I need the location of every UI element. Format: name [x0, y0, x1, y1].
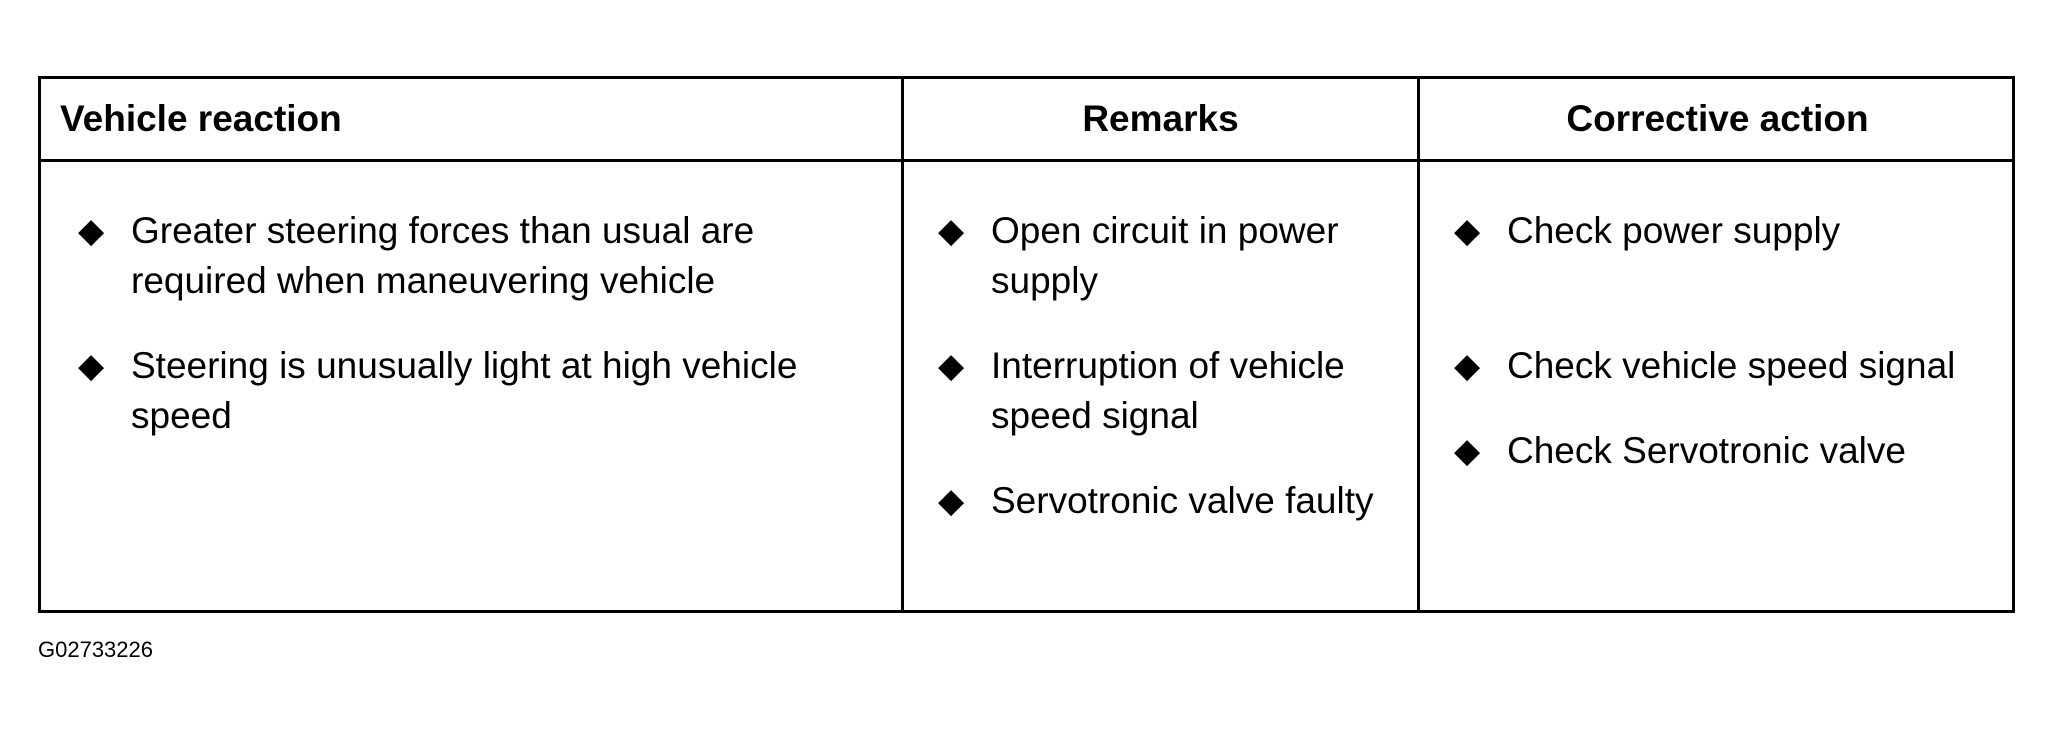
list-item-text: Interruption of vehicle speed signal [991, 345, 1345, 436]
figure-code: G02733226 [38, 637, 153, 662]
diamond-bullet-icon: ◆ [1454, 432, 1481, 470]
remarks-cell: ◆ Open circuit in power supply ◆ Interru… [938, 206, 1408, 561]
list-item: ◆ Greater steering forces than usual are… [78, 206, 898, 306]
vehicle-reaction-cell: ◆ Greater steering forces than usual are… [78, 206, 898, 476]
list-item-text: Steering is unusually light at high vehi… [131, 345, 798, 436]
list-item: ◆ Open circuit in power supply [938, 206, 1408, 306]
list-item-text: Open circuit in power supply [991, 210, 1339, 301]
diamond-bullet-icon: ◆ [78, 212, 105, 250]
diamond-bullet-icon: ◆ [1454, 347, 1481, 385]
corrective-action-cell: ◆ Check power supply ◆ Check vehicle spe… [1454, 206, 2014, 511]
list-item-text: Check vehicle speed signal [1507, 345, 1956, 386]
diamond-bullet-icon: ◆ [938, 347, 965, 385]
list-item-text: Greater steering forces than usual are r… [131, 210, 755, 301]
header-vehicle-reaction: Vehicle reaction [60, 98, 342, 139]
list-item-text: Servotronic valve faulty [991, 480, 1374, 521]
diamond-bullet-icon: ◆ [1454, 212, 1481, 250]
list-item-text: Check power supply [1507, 210, 1841, 251]
list-item: ◆ Check power supply [1454, 206, 2014, 256]
list-item: ◆ Check Servotronic valve [1454, 426, 2014, 476]
header-remarks: Remarks [1082, 98, 1239, 139]
list-item: ◆ Interruption of vehicle speed signal [938, 341, 1408, 441]
column-divider [901, 79, 904, 610]
header-corrective-action: Corrective action [1566, 98, 1869, 139]
column-divider [1417, 79, 1420, 610]
list-item: ◆ Steering is unusually light at high ve… [78, 341, 898, 441]
list-item-text: Check Servotronic valve [1507, 430, 1906, 471]
diagnosis-table: Vehicle reaction Remarks Corrective acti… [38, 76, 2015, 613]
diamond-bullet-icon: ◆ [938, 482, 965, 520]
diamond-bullet-icon: ◆ [938, 212, 965, 250]
table-header-row [41, 79, 2012, 162]
list-item: ◆ Check vehicle speed signal [1454, 341, 2014, 391]
list-item: ◆ Servotronic valve faulty [938, 476, 1408, 526]
diamond-bullet-icon: ◆ [78, 347, 105, 385]
